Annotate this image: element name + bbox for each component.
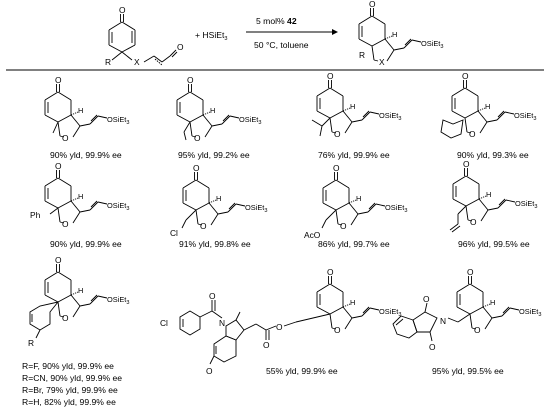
p6-h: H (216, 194, 221, 203)
sm-r-label: R (105, 57, 111, 67)
p5-ring-o: O (62, 219, 69, 229)
conditions-label: 50 °C, toluene (254, 40, 309, 50)
product-10: O H O OSiEt3 Cl O N O O O (160, 267, 401, 376)
p8-otes: OSiEt3 (515, 199, 537, 210)
p9-result-2: R=CN, 90% yld, 99.9% ee (22, 373, 122, 383)
product-5: Ph O H O OSiEt3 (30, 161, 129, 229)
product-4: O H O OSiEt3 (440, 71, 536, 139)
p11-n: N (440, 316, 446, 326)
p4-ring-o: O (469, 129, 476, 139)
p11-o1: O (423, 294, 430, 304)
p8-o: O (463, 159, 470, 169)
p10-co: O (209, 291, 216, 301)
p11-o2: O (429, 342, 436, 352)
p11-ring-o: O (474, 325, 481, 335)
p9-result-3: R=Br, 79% yld, 99.9% ee (22, 385, 118, 395)
p10-result: 55% yld, 99.9% ee (266, 366, 338, 376)
product-11: O H O OSiEt3 N O O (392, 267, 541, 352)
p9-ring-o: O (62, 313, 69, 323)
p5-ph: Ph (30, 210, 41, 220)
p4-result: 90% yld, 99.3% ee (457, 150, 529, 160)
p10-n: N (219, 318, 225, 328)
sm-carbonyl-o: O (119, 5, 126, 15)
p6-ring-o: O (200, 221, 207, 231)
p11-o: O (467, 267, 474, 277)
p8-ring-o: O (470, 217, 477, 227)
p3-otes: OSiEt3 (379, 111, 401, 122)
sm-aldehyde-o: O (177, 42, 184, 52)
p1-ring-o: O (62, 133, 69, 143)
p9-h: H (78, 286, 83, 295)
p10-h: H (350, 298, 355, 307)
product-7: AcO O H O OSiEt3 (304, 163, 407, 240)
p10-otes: OSiEt3 (379, 307, 401, 318)
product-9: R O H O OSiEt3 (28, 255, 129, 348)
p10-o: O (327, 267, 334, 277)
p9-r: R (28, 338, 34, 348)
p5-h: H (78, 192, 83, 201)
p1-o: O (55, 75, 62, 85)
p9-result-4: R=H, 82% yld, 99.9% ee (22, 397, 116, 407)
p2-otes: OSiEt3 (239, 115, 261, 126)
prod-otes-label: OSiEt3 (421, 39, 443, 50)
product-general: O H R X OSiEt3 (358, 0, 443, 67)
arrow-head-icon (332, 29, 338, 35)
p7-o: O (333, 163, 340, 173)
p1-result: 90% yld, 99.9% ee (50, 150, 122, 160)
starting-material: O R X O (105, 5, 184, 67)
p11-h: H (490, 298, 495, 307)
p7-h: H (356, 194, 361, 203)
p5-o: O (55, 161, 62, 171)
p3-h: H (350, 102, 355, 111)
product-1: O H O OSiEt3 (44, 75, 129, 143)
p1-h: H (78, 106, 83, 115)
p11-result: 95% yld, 99.5% ee (432, 366, 504, 376)
p5-result: 90% yld, 99.9% ee (50, 239, 122, 249)
p3-o: O (327, 71, 334, 81)
prod-h-label: H (392, 30, 397, 39)
prod-r-label: R (359, 50, 365, 60)
product-8: O H O OSiEt3 (449, 159, 537, 233)
p3-ring-o: O (334, 129, 341, 139)
p8-h: H (486, 190, 491, 199)
reagent-label: + HSiEt3 (195, 30, 228, 42)
p6-otes: OSiEt3 (245, 203, 267, 214)
product-6: Cl O H O OSiEt3 (170, 163, 267, 238)
p6-result: 91% yld, 99.8% ee (179, 239, 251, 249)
p2-o: O (187, 75, 194, 85)
p10-ester-o1: O (263, 340, 270, 350)
p1-otes: OSiEt3 (107, 115, 129, 126)
p9-o: O (55, 255, 62, 265)
p7-ring-o: O (340, 221, 347, 231)
p4-otes: OSiEt3 (514, 111, 536, 122)
p11-otes: OSiEt3 (519, 307, 541, 318)
p10-ester-o2: O (276, 322, 283, 332)
p8-result: 96% yld, 99.5% ee (458, 239, 530, 249)
p2-result: 95% yld, 99.2% ee (178, 150, 250, 160)
p7-result: 86% yld, 99.7% ee (318, 239, 390, 249)
p3-result: 76% yld, 99.9% ee (318, 150, 390, 160)
p5-otes: OSiEt3 (107, 201, 129, 212)
p4-o: O (462, 71, 469, 81)
p10-ring-o: O (334, 325, 341, 335)
prod-carbonyl-o: O (369, 0, 376, 9)
p2-ring-o: O (194, 133, 201, 143)
p9-otes: OSiEt3 (107, 295, 129, 306)
p9-result-1: R=F, 90% yld, 99.9% ee (22, 361, 114, 371)
p6-o: O (193, 163, 200, 173)
product-3: O H O OSiEt3 (311, 71, 401, 139)
catalyst-label: 5 mol% 42 (256, 16, 297, 26)
p10-cl: Cl (160, 318, 168, 328)
p2-h: H (210, 106, 215, 115)
p7-aco: AcO (304, 230, 321, 240)
p10-ome: O (206, 366, 213, 376)
p7-otes: OSiEt3 (385, 203, 407, 214)
p4-h: H (485, 102, 490, 111)
sm-x-label: X (134, 57, 140, 67)
prod-x-label: X (379, 57, 385, 67)
product-2: O H O OSiEt3 (176, 75, 261, 143)
p6-cl: Cl (170, 228, 178, 238)
